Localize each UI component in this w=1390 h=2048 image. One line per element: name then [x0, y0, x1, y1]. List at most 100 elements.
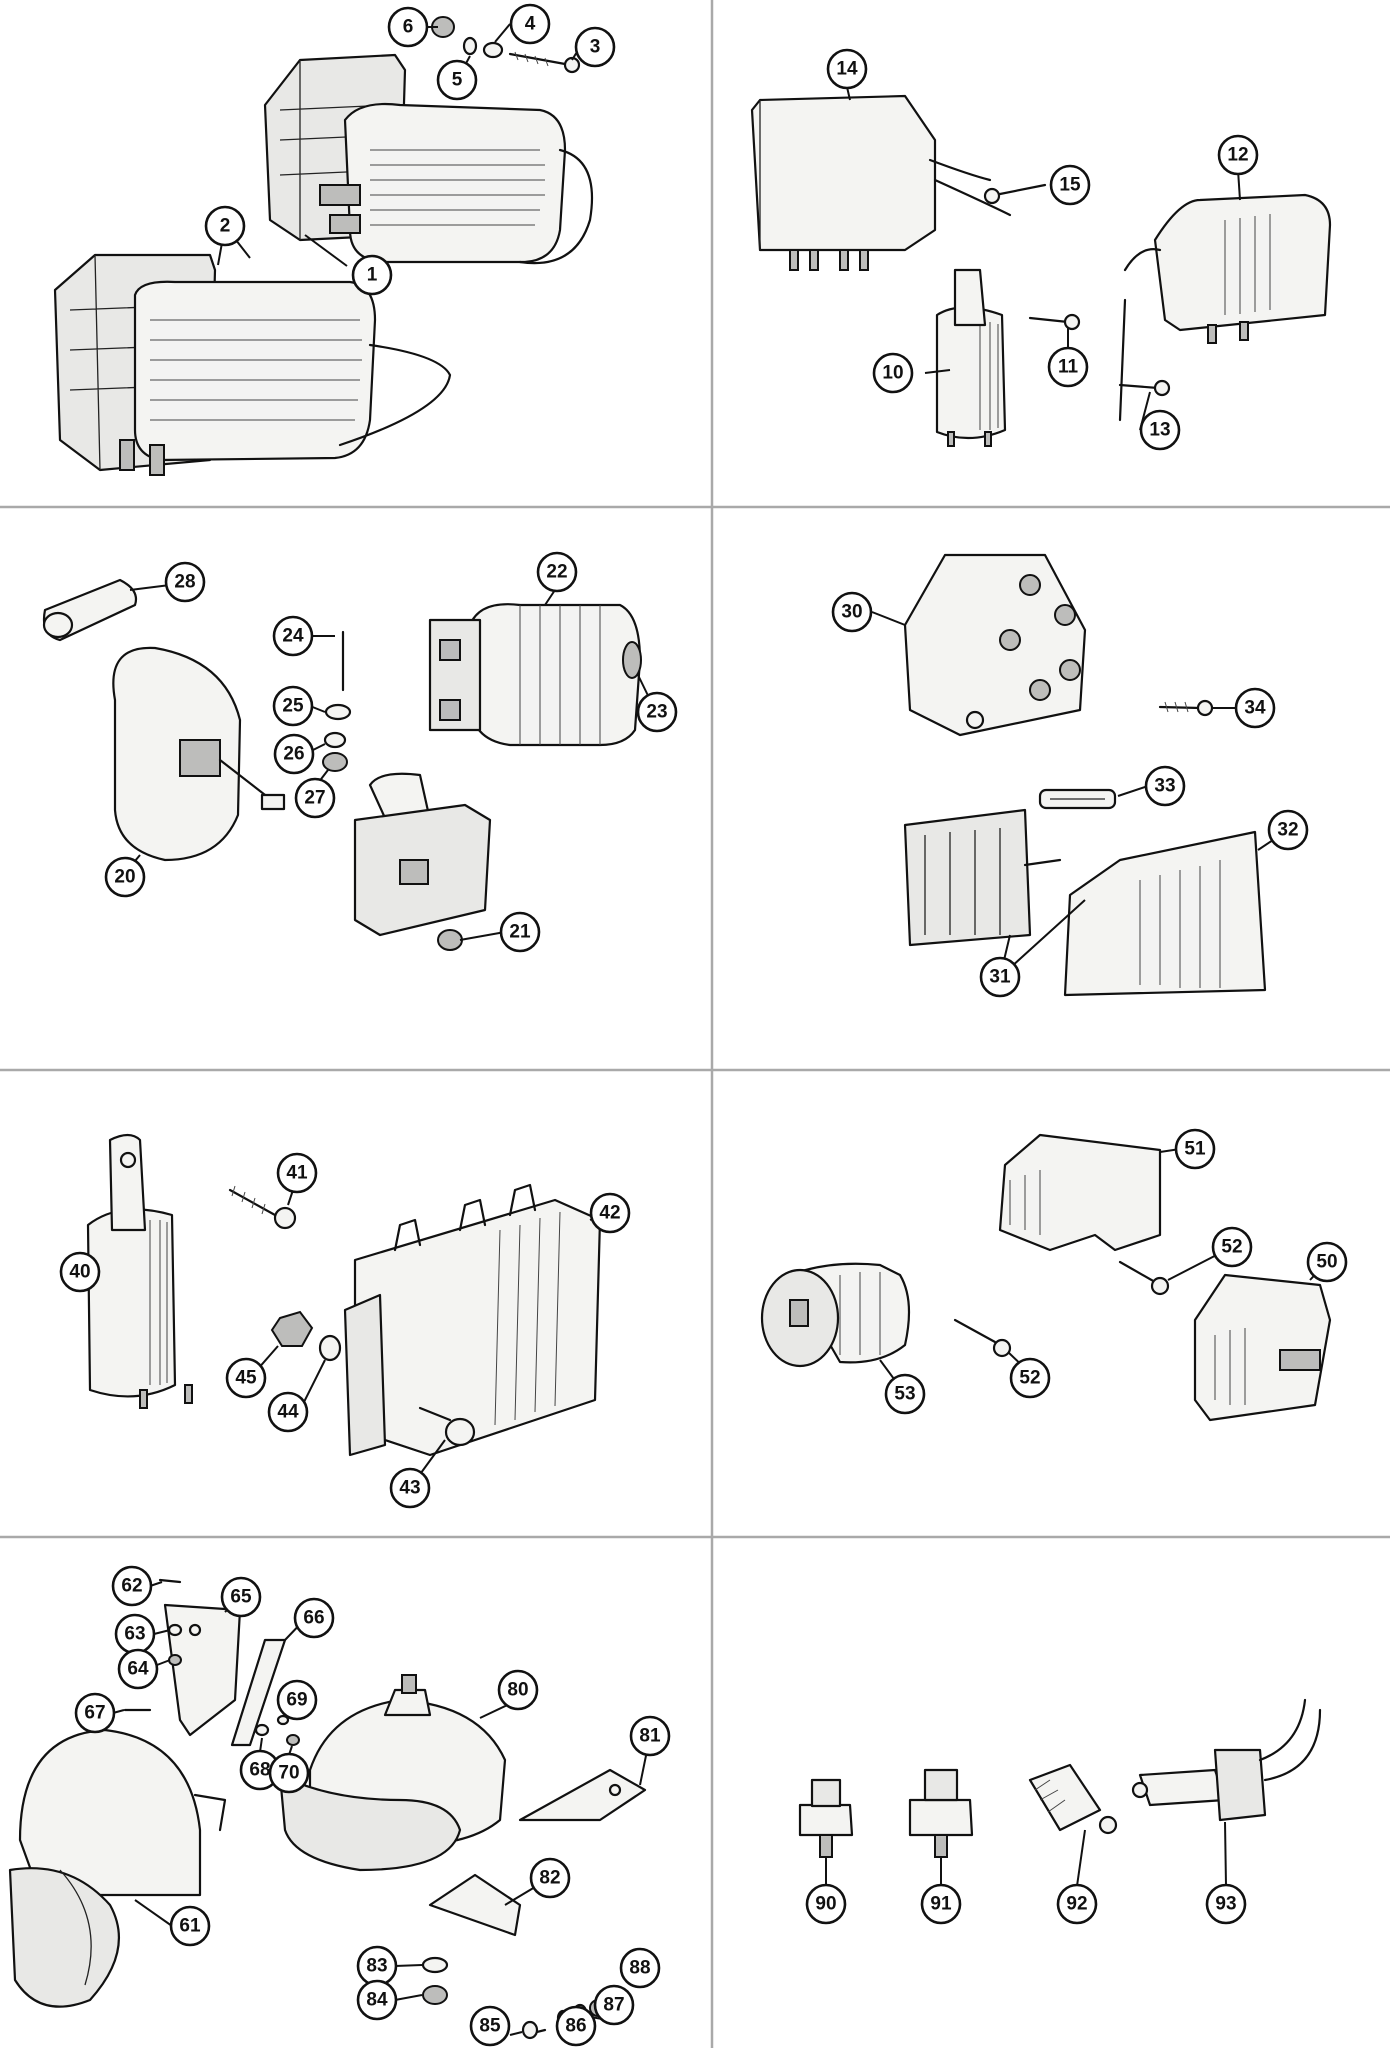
callout-83: 83	[356, 1945, 398, 1987]
control-box-part-1	[263, 53, 594, 265]
flasher-part-40	[86, 1133, 193, 1409]
callout-28: 28	[164, 561, 206, 603]
switch-part-20	[112, 646, 286, 862]
callout-30: 30	[831, 591, 873, 633]
callout-12: 12	[1217, 134, 1259, 176]
callout-84-label: 84	[366, 1990, 388, 2011]
callout-3-label: 3	[590, 37, 601, 58]
callout-32: 32	[1267, 809, 1309, 851]
callout-92-label: 92	[1066, 1894, 1087, 1915]
callout-5: 5	[436, 59, 478, 101]
callout-86: 86	[555, 2005, 597, 2047]
callout-31: 31	[979, 956, 1021, 998]
callout-93-label: 93	[1215, 1894, 1236, 1915]
solenoid-part-22	[428, 603, 642, 747]
callout-86-label: 86	[565, 2016, 586, 2037]
callout-66-label: 66	[303, 1608, 324, 1629]
callout-64-label: 64	[127, 1659, 149, 1680]
nut-part-70	[286, 1734, 300, 1746]
callout-45: 45	[225, 1357, 267, 1399]
callout-15-label: 15	[1059, 175, 1081, 196]
fuse-part-33	[1038, 788, 1117, 810]
callout-25-label: 25	[282, 696, 304, 717]
callout-4: 4	[509, 3, 551, 45]
washer-part-25	[324, 703, 352, 721]
washer-part-26	[323, 731, 347, 749]
callout-81-label: 81	[639, 1726, 661, 1747]
callout-90: 90	[805, 1883, 847, 1925]
callout-6: 6	[387, 6, 429, 48]
callout-92: 92	[1056, 1883, 1098, 1925]
callout-1: 1	[351, 254, 393, 296]
callout-15: 15	[1049, 164, 1091, 206]
callout-87: 87	[593, 1984, 635, 2026]
fuse-cover-part-32	[1063, 830, 1267, 997]
callout-81: 81	[629, 1715, 671, 1757]
callout-33: 33	[1144, 765, 1186, 807]
flasher-part-53	[760, 1262, 911, 1368]
callout-13-label: 13	[1149, 420, 1170, 441]
callout-52-upper-label: 52	[1221, 1237, 1242, 1258]
callout-62: 62	[111, 1565, 153, 1607]
horn-part-80	[278, 1674, 507, 1872]
callout-4-label: 4	[525, 14, 536, 35]
callout-91-label: 91	[930, 1894, 952, 1915]
callout-53: 53	[884, 1373, 926, 1415]
callout-40-label: 40	[69, 1262, 90, 1283]
callout-90-label: 90	[815, 1894, 836, 1915]
callout-22-label: 22	[546, 562, 567, 583]
callout-80-label: 80	[507, 1680, 528, 1701]
relay-part-14	[750, 94, 1012, 271]
washer-part-44	[318, 1334, 342, 1362]
callout-52-lower: 52	[1009, 1357, 1051, 1399]
callout-24: 24	[272, 615, 314, 657]
callout-21-label: 21	[509, 922, 531, 943]
screw-part-15	[983, 183, 1047, 205]
callout-43: 43	[389, 1467, 431, 1509]
callout-20-label: 20	[114, 867, 135, 888]
callout-44-label: 44	[277, 1402, 299, 1423]
panel-1-control-boxes	[53, 16, 594, 476]
callout-2-label: 2	[220, 216, 231, 237]
callout-63-label: 63	[124, 1624, 145, 1645]
relay-part-50	[1193, 1273, 1332, 1422]
switch-part-92	[1028, 1763, 1118, 1835]
callout-51: 51	[1174, 1128, 1216, 1170]
callout-41: 41	[276, 1152, 318, 1194]
switch-part-93	[1131, 1698, 1322, 1822]
condenser-part-10	[935, 268, 1007, 447]
control-box-part-2	[53, 253, 452, 476]
callout-2: 2	[204, 205, 246, 247]
switch-part-91	[908, 1768, 974, 1858]
callout-88: 88	[619, 1947, 661, 1989]
relay-part-12	[1118, 193, 1332, 422]
callout-10: 10	[872, 352, 914, 394]
washer-part-69	[276, 1714, 290, 1726]
callout-62-label: 62	[121, 1576, 142, 1597]
bracket-part-81	[518, 1768, 647, 1822]
washer-part-63	[167, 1623, 183, 1637]
solenoid-part-21	[353, 772, 492, 951]
callout-87-label: 87	[603, 1995, 624, 2016]
callout-13: 13	[1139, 409, 1181, 451]
callout-70-label: 70	[278, 1763, 299, 1784]
nut-part-27	[322, 752, 348, 772]
panel-8-pressure-switches	[798, 1698, 1322, 1858]
panel-7-horns	[8, 1578, 647, 2040]
switch-part-90	[798, 1778, 854, 1858]
screw-part-43	[418, 1406, 476, 1447]
callout-65: 65	[220, 1576, 262, 1618]
callout-53-label: 53	[894, 1384, 915, 1405]
callout-12-label: 12	[1227, 145, 1248, 166]
screw-part-13	[1118, 379, 1171, 397]
panel-3-solenoids	[42, 578, 642, 951]
callout-42-label: 42	[599, 1203, 620, 1224]
callout-24-label: 24	[282, 626, 304, 647]
callout-44: 44	[267, 1391, 309, 1433]
callout-43-label: 43	[399, 1478, 420, 1499]
screw-part-62	[158, 1578, 182, 1584]
relay-part-42	[343, 1183, 602, 1457]
screw-part-11	[1028, 313, 1081, 331]
callout-82: 82	[529, 1857, 571, 1899]
